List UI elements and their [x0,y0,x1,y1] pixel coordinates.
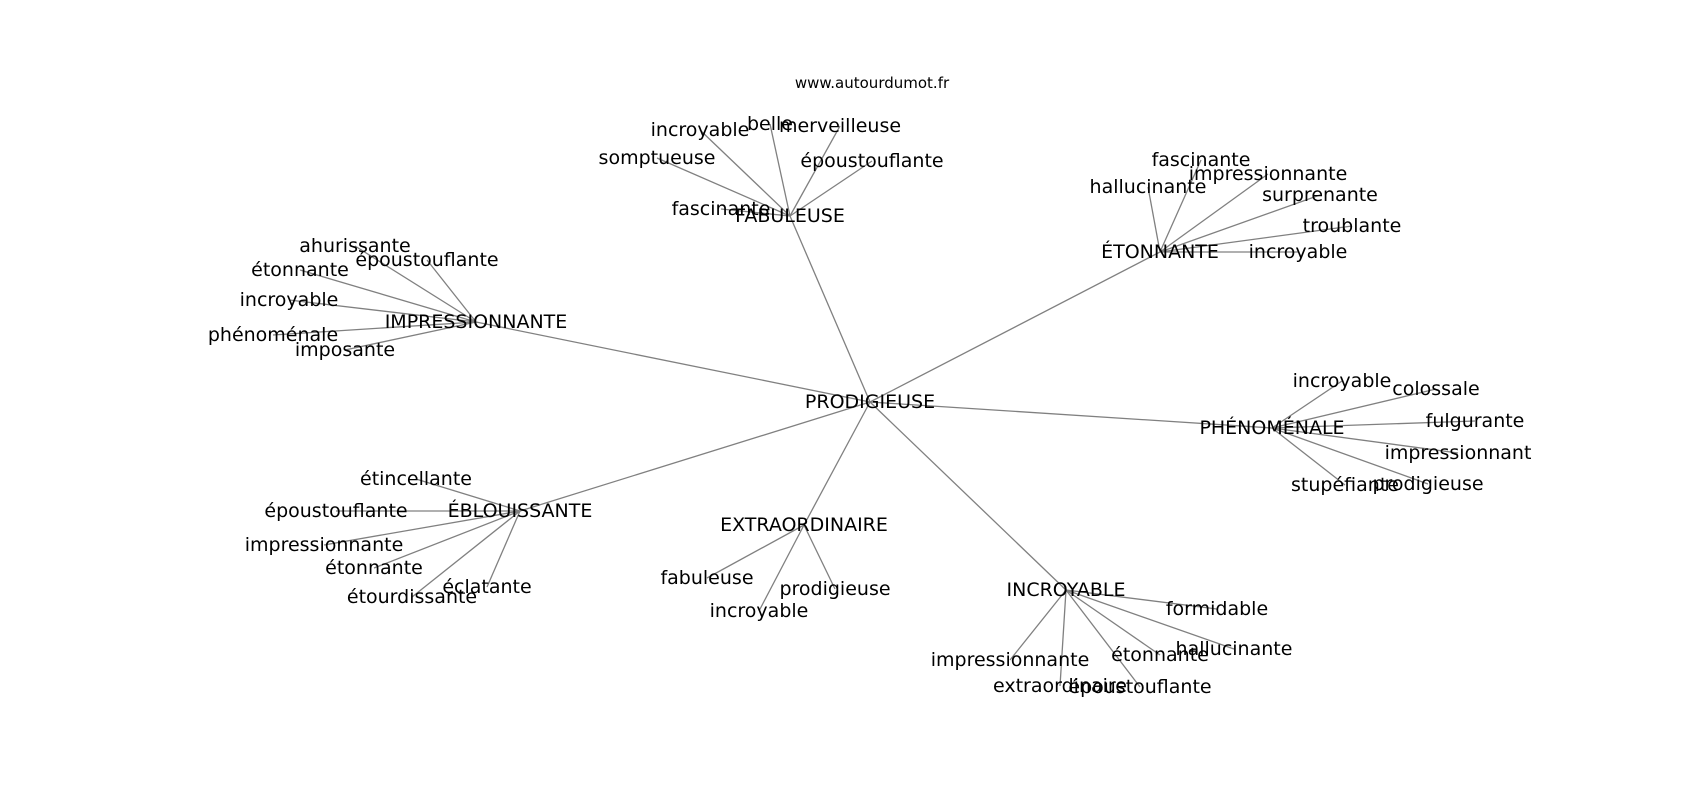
graph-edges [272,123,1476,688]
leaf-node-etonnante-2: hallucinante [1090,176,1207,198]
branch-node-impressionnante: IMPRESSIONNANTE [385,311,568,333]
branch-node-incroyable: INCROYABLE [1007,579,1126,601]
edge-root-extraordinaire [803,401,871,526]
leaf-node-incroyable-5: époustouflante [1068,676,1211,698]
leaf-node-impressionnante-4: phénoménale [208,324,338,346]
leaf-node-fabuleuse-3: somptueuse [599,147,716,169]
leaf-node-extraordinaire-1: prodigieuse [779,578,890,600]
edge-extraordinaire-0 [706,524,805,579]
root-node-label: PRODIGIEUSE [805,391,935,413]
edge-etonnante-0 [1159,159,1202,253]
leaf-node-fabuleuse-4: époustouflante [800,150,943,172]
branch-node-phenomenale: PHÉNOMÉNALE [1199,416,1344,439]
edge-phenomenale-0 [1271,380,1343,429]
leaf-node-eblouissante-3: étonnante [325,557,423,579]
edge-fabuleuse-5 [720,208,791,217]
edge-root-phenomenale [869,401,1273,429]
edge-incroyable-3 [1009,589,1067,661]
leaf-node-extraordinaire-0: fabuleuse [660,567,753,589]
edge-eblouissante-3 [373,510,521,569]
edge-phenomenale-5 [1271,427,1429,485]
edge-extraordinaire-1 [803,524,836,590]
edge-etonnante-4 [1159,225,1353,253]
graph-labels: PRODIGIEUSEFABULEUSEincroyablebellemerve… [208,113,1532,698]
leaf-node-etonnante-5: incroyable [1249,241,1348,263]
edge-incroyable-4 [1059,589,1067,687]
edge-extraordinaire-2 [758,524,805,612]
leaf-node-incroyable-1: hallucinante [1176,638,1293,660]
leaf-node-eblouissante-0: étincellante [360,468,472,490]
edge-phenomenale-3 [1271,427,1459,454]
edge-etonnante-3 [1159,194,1321,253]
edge-etonnante-2 [1147,186,1161,253]
edge-incroyable-2 [1065,589,1161,656]
edge-impressionnante-5 [344,321,477,351]
leaf-node-etonnante-0: fascinante [1152,149,1251,171]
leaf-node-phenomenale-3: impressionnant [1385,442,1532,464]
edge-impressionnante-2 [299,269,477,323]
edge-fabuleuse-2 [789,125,841,217]
edge-eblouissante-5 [411,510,521,598]
leaf-node-impressionnante-1: époustouflante [355,249,498,271]
leaf-node-phenomenale-5: prodigieuse [1372,473,1483,495]
leaf-node-incroyable-3: impressionnante [931,649,1090,671]
leaf-node-impressionnante-2: étonnante [251,259,349,281]
leaf-node-incroyable-2: étonnante [1111,644,1209,666]
leaf-node-etonnante-4: troublante [1303,215,1402,237]
leaf-node-incroyable-4: extraordinaire [993,675,1127,697]
leaf-node-fabuleuse-0: incroyable [651,119,750,141]
edge-root-etonnante [869,251,1161,403]
edge-phenomenale-1 [1271,388,1437,429]
leaf-node-phenomenale-4: stupéfiante [1291,474,1399,496]
branch-node-extraordinaire: EXTRAORDINAIRE [720,514,888,536]
leaf-node-impressionnante-5: imposante [295,339,395,361]
edge-fabuleuse-0 [699,129,791,217]
edge-impressionnante-3 [288,299,477,323]
edge-root-impressionnante [475,321,871,403]
leaf-node-extraordinaire-2: incroyable [710,600,809,622]
branch-node-eblouissante: ÉBLOUISSANTE [448,499,593,522]
edge-incroyable-5 [1065,589,1141,688]
leaf-node-incroyable-0: formidable [1166,598,1268,620]
leaf-node-fabuleuse-1: belle [747,113,793,135]
edge-root-eblouissante [519,401,871,512]
leaf-node-eblouissante-5: étourdissante [347,586,477,608]
edge-incroyable-1 [1065,589,1235,650]
branch-node-fabuleuse: FABULEUSE [735,205,845,227]
leaf-node-fabuleuse-5: fascinante [672,198,771,220]
edge-phenomenale-4 [1271,427,1346,486]
leaf-node-etonnante-3: surprenante [1262,184,1378,206]
edge-eblouissante-4 [486,510,521,588]
leaf-node-etonnante-1: impressionnante [1189,163,1348,185]
edge-fabuleuse-1 [769,123,791,217]
edge-fabuleuse-3 [656,157,791,217]
edge-phenomenale-2 [1271,420,1476,429]
edge-impressionnante-0 [354,245,477,323]
branch-node-etonnante: ÉTONNANTE [1101,240,1219,263]
leaf-node-phenomenale-0: incroyable [1293,370,1392,392]
edge-impressionnante-4 [272,321,477,336]
edge-eblouissante-2 [323,510,521,546]
edge-fabuleuse-4 [789,160,873,217]
leaf-node-impressionnante-0: ahurissante [299,235,410,257]
edge-etonnante-1 [1159,173,1269,253]
leaf-node-impressionnante-3: incroyable [240,289,339,311]
source-watermark: www.autourdumot.fr [795,74,950,92]
edge-incroyable-0 [1065,589,1218,610]
leaf-node-eblouissante-4: éclatante [442,576,531,598]
leaf-node-phenomenale-2: fulgurante [1426,410,1525,432]
leaf-node-eblouissante-2: impressionnante [245,534,404,556]
edge-root-fabuleuse [789,215,871,403]
leaf-node-eblouissante-1: époustouflante [264,500,407,522]
leaf-node-phenomenale-1: colossale [1392,378,1479,400]
edge-impressionnante-1 [426,259,477,323]
edge-root-incroyable [869,401,1067,591]
leaf-node-fabuleuse-2: merveilleuse [779,115,901,137]
edge-eblouissante-0 [415,478,521,512]
